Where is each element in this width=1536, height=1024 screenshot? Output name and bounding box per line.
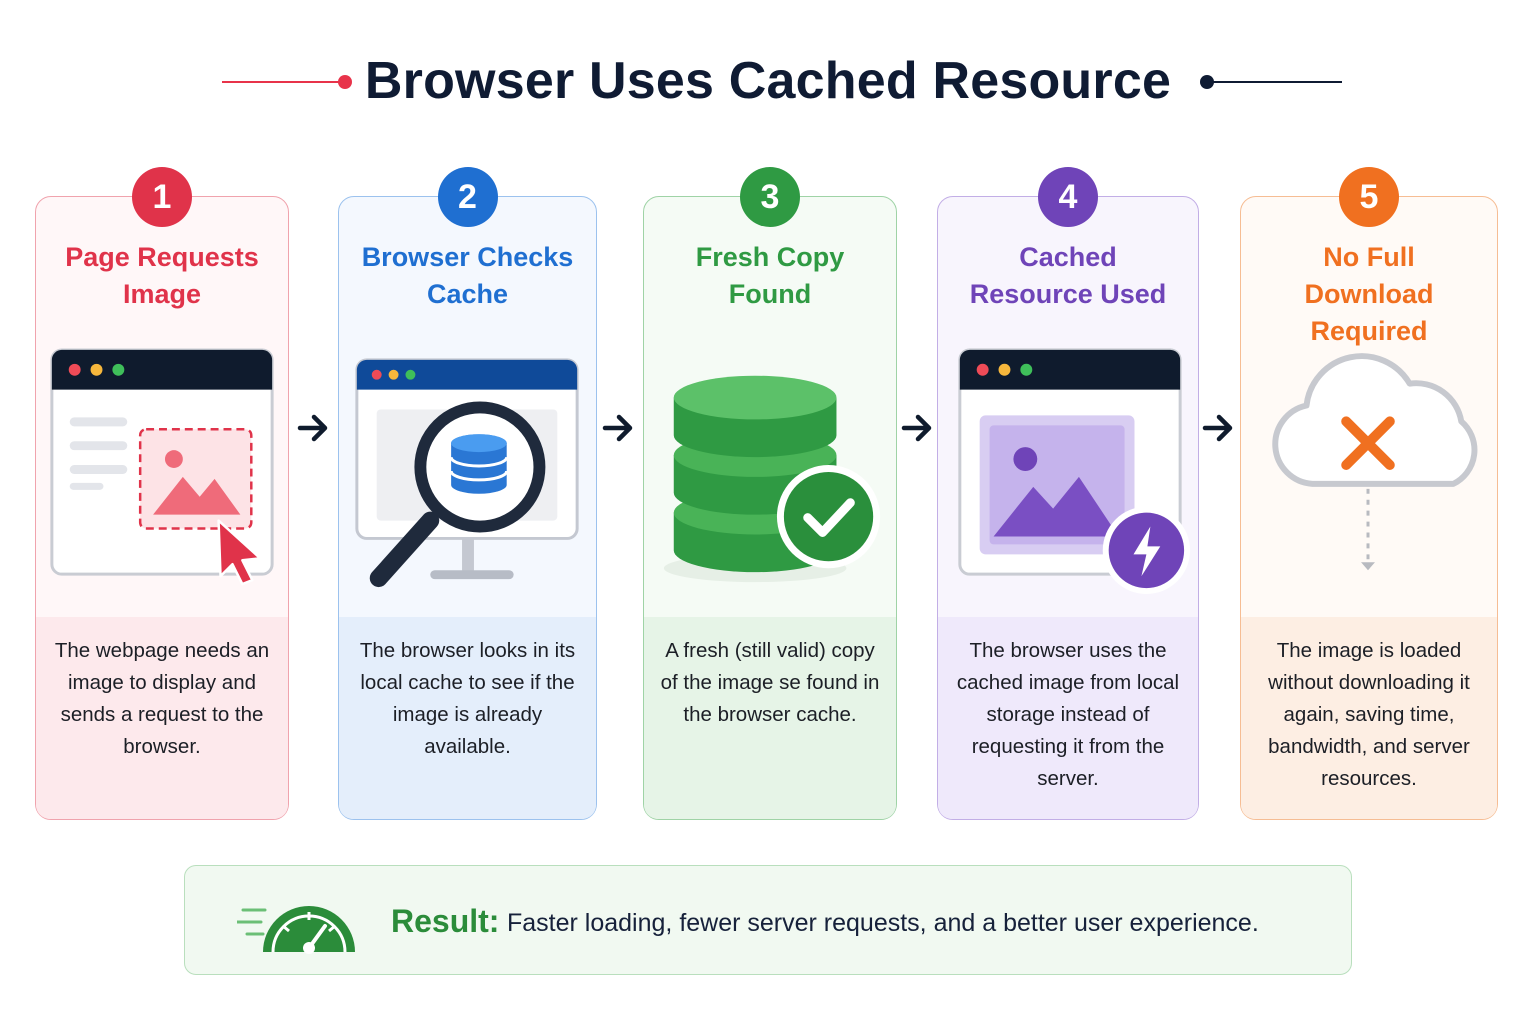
result-label: Result:: [391, 903, 500, 939]
step-title: Page Requests Image: [65, 242, 259, 309]
step-card-4: 4 Cached Resource Used The browser uses …: [937, 167, 1199, 820]
step-description: A fresh (still valid) copy of the image …: [644, 617, 896, 819]
step-title: Browser Checks Cache: [361, 242, 574, 309]
step-title: Fresh Copy Found: [695, 242, 845, 309]
step-card-2: 2 Browser Checks Cache The browser looks…: [338, 167, 597, 820]
step-number-badge: 4: [1038, 167, 1098, 227]
step-title: Cached Resource Used: [969, 242, 1167, 309]
step-description: The webpage needs an image to display an…: [36, 617, 288, 819]
arrow-right-icon: [601, 410, 635, 446]
speedometer-icon: [235, 882, 361, 958]
cloud-x-icon: [1241, 337, 1497, 597]
arrow-right-icon: [1201, 410, 1235, 446]
step-title: No Full Download Required: [1304, 242, 1434, 346]
step-description: The image is loaded without downloading …: [1241, 617, 1497, 819]
step-number-badge: 3: [740, 167, 800, 227]
title-decoration-left: [222, 75, 352, 89]
magnifier-database-icon: [339, 337, 596, 597]
result-banner: Result: Faster loading, fewer server req…: [184, 865, 1352, 975]
step-number-badge: 1: [132, 167, 192, 227]
arrow-right-icon: [900, 410, 934, 446]
browser-image-lightning-icon: [938, 337, 1198, 597]
step-card-5: 5 No Full Download Required The image is…: [1240, 167, 1498, 820]
step-description: The browser looks in its local cache to …: [339, 617, 596, 819]
title-row: Browser Uses Cached Resource: [0, 48, 1536, 118]
browser-image-click-icon: [36, 337, 288, 597]
title-decoration-right: [1200, 75, 1342, 89]
step-number-badge: 2: [437, 167, 498, 227]
page-title: Browser Uses Cached Resource: [364, 52, 1172, 110]
step-description: The browser uses the cached image from l…: [938, 617, 1198, 819]
step-number-badge: 5: [1339, 167, 1399, 227]
arrow-right-icon: [296, 410, 330, 446]
step-card-1: 1 Page Requests Image The webpage needs …: [35, 167, 289, 820]
database-check-icon: [644, 337, 896, 597]
result-text: Faster loading, fewer server requests, a…: [507, 909, 1259, 937]
step-card-3: 3 Fresh Copy Found A fresh (still valid)…: [643, 167, 897, 820]
